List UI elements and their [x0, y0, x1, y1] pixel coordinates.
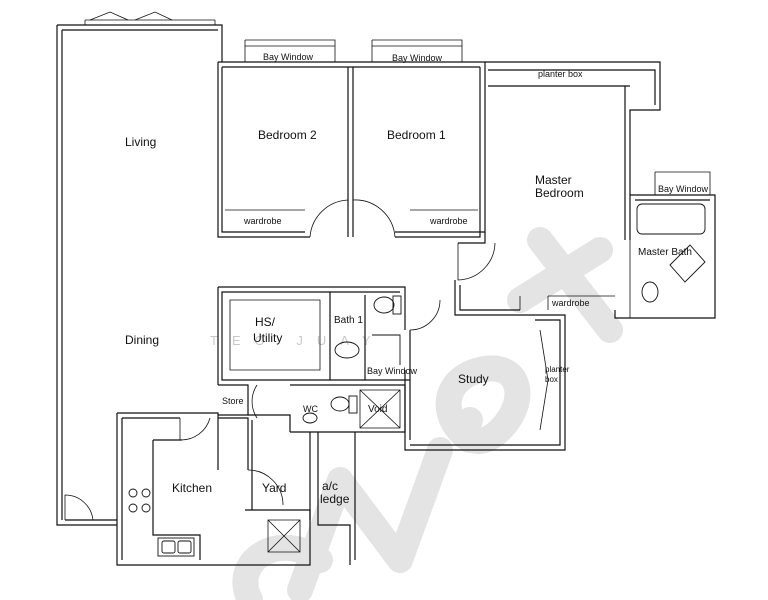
planter-box-study-line2: box	[545, 375, 558, 384]
room-bedroom-1: Bedroom 1	[387, 128, 446, 142]
bay-window-master: Bay Window	[658, 184, 709, 194]
fixtures	[128, 203, 706, 557]
watermark-logo	[232, 227, 623, 600]
room-labels: Living Dining Bedroom 2 Bedroom 1 Master…	[125, 128, 692, 506]
wardrobe-bedroom-1: wardrobe	[429, 216, 468, 226]
room-bath-1: Bath 1	[334, 315, 363, 326]
walls	[56, 19, 716, 566]
wardrobe-master: wardrobe	[551, 298, 590, 308]
feature-labels: Bay Window Bay Window Bay Window Bay Win…	[243, 52, 709, 384]
room-ac-ledge-line1: a/c	[322, 479, 338, 493]
room-study: Study	[458, 372, 489, 386]
bay-window-bedroom-2: Bay Window	[263, 52, 314, 62]
room-hs-utility-line2: Utility	[253, 331, 282, 345]
room-hs-utility-line1: HS/	[255, 315, 276, 329]
room-master-bedroom-line1: Master	[535, 173, 572, 187]
wardrobe-bedroom-2: wardrobe	[243, 216, 282, 226]
room-ac-ledge-line2: ledge	[320, 492, 350, 506]
room-void: Void	[368, 404, 387, 415]
room-bedroom-2: Bedroom 2	[258, 128, 317, 142]
room-yard: Yard	[262, 481, 286, 495]
room-wc: WC	[303, 404, 318, 414]
watermark-text: TEO JUAY	[210, 333, 385, 348]
bay-window-bath: Bay Window	[367, 366, 418, 376]
bay-window-bedroom-1: Bay Window	[392, 53, 443, 63]
room-dining: Dining	[125, 333, 159, 347]
room-kitchen: Kitchen	[172, 481, 212, 495]
room-living: Living	[125, 135, 156, 149]
doors	[64, 11, 549, 521]
room-store: Store	[222, 396, 244, 406]
room-master-bedroom-line2: Bedroom	[535, 186, 584, 200]
planter-box-top: planter box	[538, 69, 583, 79]
room-master-bath: Master Bath	[638, 247, 692, 258]
planter-box-study-line1: planter	[545, 365, 570, 374]
